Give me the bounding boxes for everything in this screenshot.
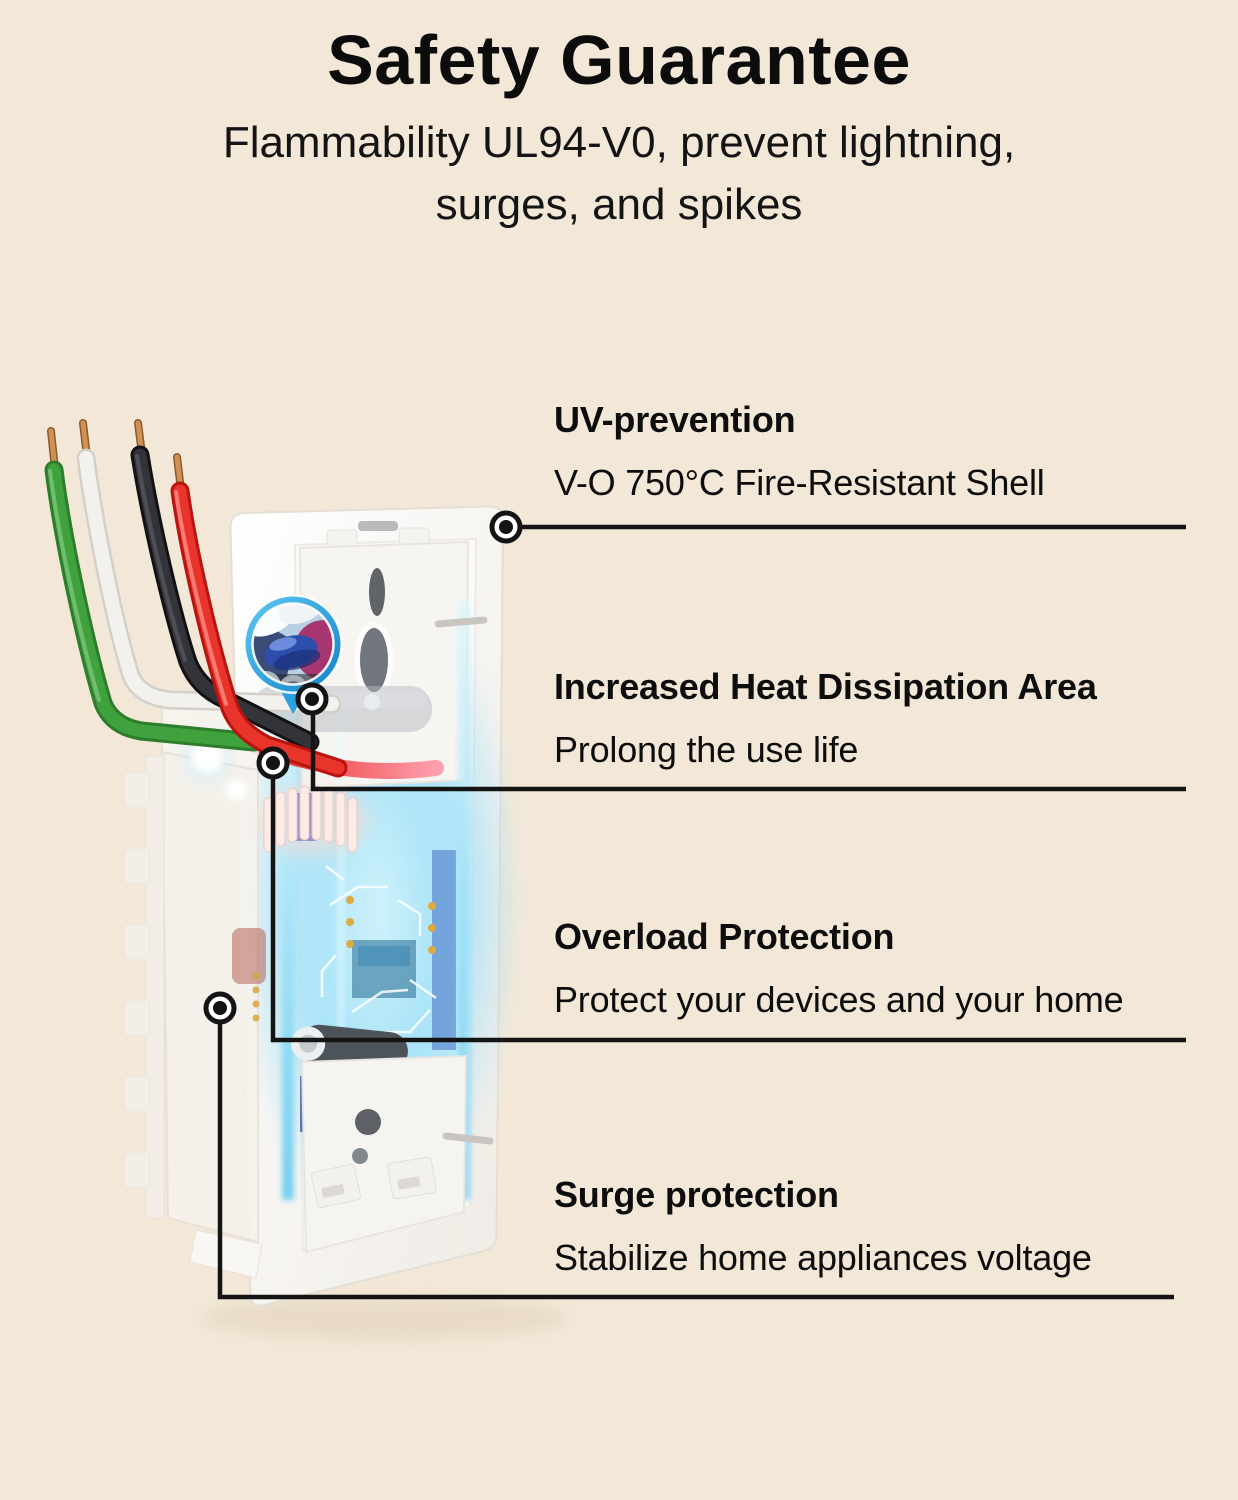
live-wire [130, 445, 320, 752]
copper-tips [47, 419, 185, 494]
page-subtitle: Flammability UL94-V0, prevent lightning,… [0, 112, 1238, 236]
mounting-hole [360, 628, 388, 692]
load-wire [170, 481, 348, 778]
callout-description: Stabilize home appliances voltage [554, 1237, 1092, 1278]
screw-slot [369, 568, 385, 616]
gold-contacts [252, 972, 260, 1022]
inductor-coil [254, 784, 370, 856]
heat-sink-fins [123, 771, 151, 1189]
callout-line-heat [310, 713, 1186, 792]
callout-description: Prolong the use life [554, 729, 859, 770]
callout-heading: UV-prevention [554, 399, 796, 440]
callout-surge-protection: Surge protection Stabilize home applianc… [554, 1170, 1214, 1282]
subtitle-line-1: Flammability UL94-V0, prevent lightning, [222, 118, 1016, 167]
callout-heading: Surge protection [554, 1174, 839, 1215]
marker-uv [489, 510, 523, 544]
bottom-hole [355, 1109, 381, 1135]
solder-pads [346, 896, 436, 954]
capacitor-red [232, 928, 266, 984]
plate-shadow [200, 1296, 570, 1340]
callout-description: Protect your devices and your home [554, 979, 1124, 1020]
callout-description: V-O 750°C Fire-Resistant Shell [554, 462, 1045, 503]
ground-wire [44, 460, 264, 752]
bracket-slit [358, 521, 398, 531]
callout-overload-protection: Overload Protection Protect your devices… [554, 912, 1214, 1024]
marker-heat [295, 682, 329, 716]
callout-line-surge [217, 1022, 1174, 1300]
callout-heading: Overload Protection [554, 916, 895, 957]
callout-uv-prevention: UV-prevention V-O 750°C Fire-Resistant S… [554, 395, 1214, 507]
marker-surge [203, 991, 237, 1025]
callout-line-overload [270, 777, 1186, 1043]
callout-heading: Increased Heat Dissipation Area [554, 666, 1097, 707]
subtitle-line-2: surges, and spikes [435, 180, 803, 229]
neutral-wire [76, 448, 342, 714]
page-title: Safety Guarantee [327, 21, 911, 99]
callout-heat-dissipation: Increased Heat Dissipation Area Prolong … [554, 662, 1214, 774]
magnifier-bubble [243, 594, 343, 714]
supply-wires [44, 419, 348, 778]
callout-markers [203, 510, 523, 1025]
callout-lines [217, 524, 1186, 1300]
marker-overload [256, 746, 290, 780]
mounting-pins [434, 616, 494, 1145]
mounting-bracket-bottom [300, 1054, 468, 1254]
